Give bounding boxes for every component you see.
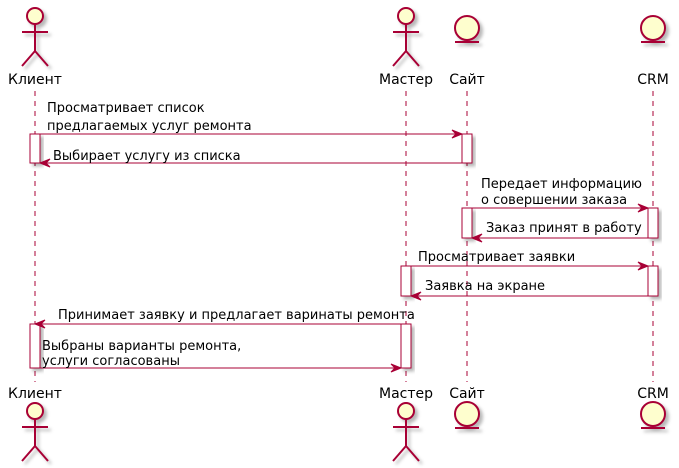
actor-icon	[21, 402, 49, 462]
participant-label: Мастер	[379, 72, 433, 88]
activation-bar-site	[461, 133, 473, 164]
entity-icon	[454, 15, 480, 43]
activation-bar-client	[29, 323, 41, 369]
message-5: Просматривает заявки	[406, 250, 650, 271]
message-label: Выбраны варианты ремонта,	[42, 339, 241, 354]
message-label: Принимает заявку и предлагает варинаты р…	[58, 308, 415, 323]
participant-label: Клиент	[8, 386, 62, 402]
message-6: Заявка на экране	[409, 279, 648, 301]
participant-label: Сайт	[449, 72, 485, 88]
participant-top-site: Сайт	[449, 15, 485, 88]
arrowhead-icon	[390, 363, 403, 373]
activation-bar-master	[400, 323, 412, 369]
arrowhead-icon	[38, 158, 51, 168]
actor-icon	[21, 7, 49, 67]
message-1: Просматривает список предлагаемых услуг р…	[35, 101, 464, 139]
message-label: о совершении заказа	[481, 193, 627, 208]
message-label: Выбирает услугу из списка	[53, 149, 241, 164]
message-2: Выбирает услугу из списка	[38, 149, 462, 168]
participant-top-crm: CRM	[637, 15, 669, 88]
participant-label: Сайт	[449, 386, 485, 402]
message-4: Заказ принят в работу	[470, 221, 648, 243]
message-label: Просматривает список	[47, 101, 205, 116]
activation-bar-crm	[647, 265, 659, 297]
arrowhead-icon	[33, 319, 46, 329]
message-label: Просматривает заявки	[418, 250, 575, 265]
messages: Просматривает список предлагаемых услуг р…	[33, 101, 650, 373]
participant-label: Мастер	[379, 386, 433, 402]
arrowhead-icon	[409, 291, 422, 301]
participant-bottom-crm: CRM	[637, 386, 669, 429]
message-label: Заявка на экране	[425, 279, 545, 294]
message-7: Принимает заявку и предлагает варинаты р…	[33, 308, 415, 329]
message-label: Заказ принят в работу	[486, 221, 642, 236]
message-label: услуги согласованы	[42, 354, 180, 369]
actor-icon	[392, 7, 420, 67]
participant-bottom-site: Сайт	[449, 386, 485, 429]
participant-bottom-master: Мастер	[379, 386, 433, 462]
participant-label: CRM	[637, 386, 669, 402]
participant-top-client: Клиент	[8, 7, 62, 88]
message-label: Передает информацию	[481, 177, 642, 192]
activation-bar-site	[461, 207, 473, 239]
activation-bar-master	[400, 265, 412, 297]
arrowhead-icon	[637, 261, 650, 271]
participant-bottom-client: Клиент	[8, 386, 62, 462]
entity-icon	[640, 15, 666, 43]
participant-label: CRM	[637, 72, 669, 88]
entity-icon	[454, 401, 480, 429]
participant-top-master: Мастер	[379, 7, 433, 88]
message-8: Выбраны варианты ремонта, услуги согласо…	[40, 339, 403, 373]
entity-icon	[640, 401, 666, 429]
arrowhead-icon	[637, 203, 650, 213]
message-label: предлагаемых услуг ремонта	[47, 119, 252, 134]
arrowhead-icon	[451, 129, 464, 139]
actor-icon	[392, 402, 420, 462]
activation-bar-crm	[647, 207, 659, 239]
activation-bar-client	[29, 133, 41, 164]
arrowhead-icon	[470, 233, 483, 243]
participant-label: Клиент	[8, 72, 62, 88]
